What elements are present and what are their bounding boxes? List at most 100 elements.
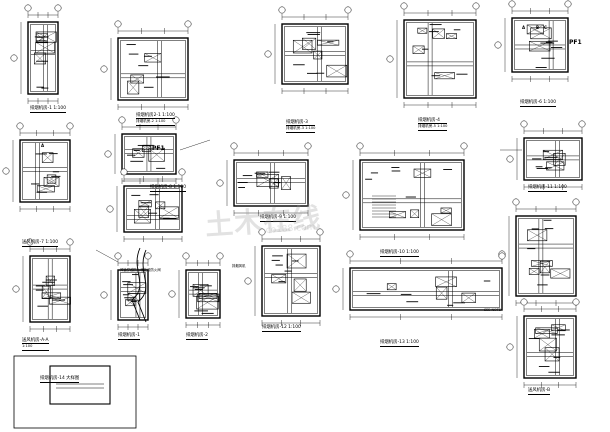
- plan-3-inner-wall: [284, 26, 346, 82]
- plan-14-equipment: [196, 295, 219, 310]
- plan-15-outer-wall: [261, 245, 321, 317]
- plan-3-equipment: [301, 37, 317, 50]
- plan-1-grid-bubble: [10, 54, 18, 62]
- plan-13-equipment-x: [125, 299, 135, 306]
- plan-17-equipment: [539, 260, 550, 274]
- plan-13-grid-bubble: [100, 291, 108, 299]
- plan-17-equipment: [531, 260, 553, 267]
- leader-line: [95, 249, 119, 263]
- plan-3-equipment-x: [313, 50, 323, 60]
- plan-5-equipment: [529, 40, 551, 52]
- caption-sub: 排烟机房-3 1:100: [286, 125, 316, 130]
- plan-11-equipment: [546, 161, 565, 171]
- plan-18-equipment-x: [551, 324, 566, 331]
- plan-5-equipment-x: [527, 24, 544, 35]
- plan-18-grid-bubble: [572, 298, 580, 306]
- plan-17-grid-bubble: [572, 198, 580, 206]
- plan-3-grid-bubble: [344, 6, 352, 14]
- drawing-caption-1: 排烟机房-1 1:100: [30, 106, 66, 113]
- plan-12-equipment-x: [49, 297, 71, 305]
- plan-3-equipment-x: [326, 65, 347, 78]
- caption-text: 排烟机房-4: [418, 118, 440, 123]
- curved-duct: [131, 247, 141, 321]
- plan-7-inner-wall: [124, 136, 174, 172]
- plan-12-equipment: [45, 275, 55, 286]
- plan-2-outer-wall: [117, 37, 189, 101]
- plan-8-equipment: [133, 209, 151, 224]
- plan-2-equipment-x: [130, 74, 144, 84]
- plan-11-equipment-x: [546, 161, 565, 171]
- plan-16-equipment-x: [461, 292, 476, 303]
- plan-2-equipment: [127, 80, 140, 95]
- plan-4-equipment-x: [434, 72, 455, 79]
- plan-5-equipment: [526, 24, 544, 35]
- caption-text: 排烟机房-12 1:100: [262, 325, 301, 330]
- plan-2-grid-bubble: [114, 20, 122, 28]
- plan-9-outer-wall: [233, 159, 309, 207]
- plan-5-equipment: [530, 27, 552, 40]
- note-1: 风管穿越防火墙处设防火阀: [120, 268, 161, 272]
- plan-10-inner-wall: [362, 162, 462, 228]
- plan-18-equipment-x: [534, 329, 550, 339]
- plan-11-grid-bubble: [578, 120, 586, 128]
- note-2: 排烟风机: [232, 264, 246, 268]
- plan-10-equipment: [413, 168, 432, 178]
- drawing-caption-14: 排烟机房-12 1:100: [262, 325, 301, 332]
- plan-6-equipment-x: [42, 152, 54, 163]
- plan-12-outer-wall: [29, 255, 71, 323]
- caption-text: 排烟机房-9 1:100: [260, 215, 296, 220]
- watermark-brand: 土木在线: [204, 200, 323, 243]
- caption-text: 排烟机房-1 1:100: [30, 106, 66, 111]
- plan-10-equipment-x: [413, 168, 431, 178]
- plan-7-equipment-x: [148, 148, 165, 162]
- plan-10-equipment-x: [431, 213, 452, 226]
- plan-10-grid-bubble: [342, 191, 350, 199]
- plan-17-grid-bubble: [512, 198, 520, 206]
- plan-9-equipment: [256, 174, 279, 187]
- plan-4-grid-bubble: [472, 2, 480, 10]
- tag-a: A: [522, 25, 526, 30]
- plan-11-outer-wall: [523, 137, 583, 181]
- plan-18-equipment: [544, 347, 560, 362]
- leader-line: [179, 139, 211, 151]
- plan-13-outer-wall: [117, 269, 149, 321]
- plan-4-equipment-x: [432, 28, 445, 39]
- caption-text: 排烟机房-13 1:100: [380, 340, 419, 345]
- plan-15-equipment-x: [293, 278, 307, 292]
- plan-8-grid-bubble: [178, 168, 186, 176]
- tag-c: C: [544, 25, 547, 30]
- plan-17-equipment: [527, 229, 548, 242]
- plan-1-equipment-x: [35, 42, 55, 54]
- drawing-caption-8: 排烟机房-9 1:100: [260, 215, 296, 222]
- plan-12-equipment-x: [46, 275, 55, 286]
- plan-10-grid-bubble: [460, 142, 468, 150]
- plan-13-inner-wall: [120, 272, 146, 318]
- plan-14-equipment-x: [196, 295, 219, 310]
- plan-10-equipment: [389, 211, 406, 219]
- plan-5-inner-wall: [514, 20, 566, 70]
- plan-15-equipment-x: [271, 274, 286, 284]
- caption-text: 排烟机房-10 1:100: [380, 250, 419, 255]
- plan-2-grid-bubble: [184, 20, 192, 28]
- plan-11-inner-wall: [526, 140, 580, 178]
- plan-10-equipment-x: [440, 207, 452, 214]
- caption-text: 排烟机房-1: [118, 333, 140, 338]
- note-3: SEE NOTE: [484, 308, 501, 312]
- plan-7-grid-bubble: [118, 116, 126, 124]
- plan-15-equipment-x: [291, 291, 311, 304]
- plan-17-inner-wall: [518, 218, 574, 294]
- plan-12-equipment-x: [42, 286, 51, 299]
- plan-16-inner-wall: [352, 270, 500, 308]
- plan-9-grid-bubble: [216, 179, 224, 187]
- plan-15-equipment: [293, 278, 307, 292]
- plan-5-equipment-x: [530, 27, 552, 39]
- plan-16-equipment: [386, 283, 397, 291]
- plan-18-inner-wall: [526, 318, 574, 376]
- plan-8-equipment: [138, 205, 149, 218]
- plan-10-equipment: [431, 213, 452, 226]
- plan-18-outer-wall: [523, 315, 577, 379]
- plan-7-grid-bubble: [104, 150, 112, 158]
- drawing-caption-13: 排烟机房-2: [186, 333, 208, 340]
- tag-pf1-middle: PF1: [152, 145, 165, 152]
